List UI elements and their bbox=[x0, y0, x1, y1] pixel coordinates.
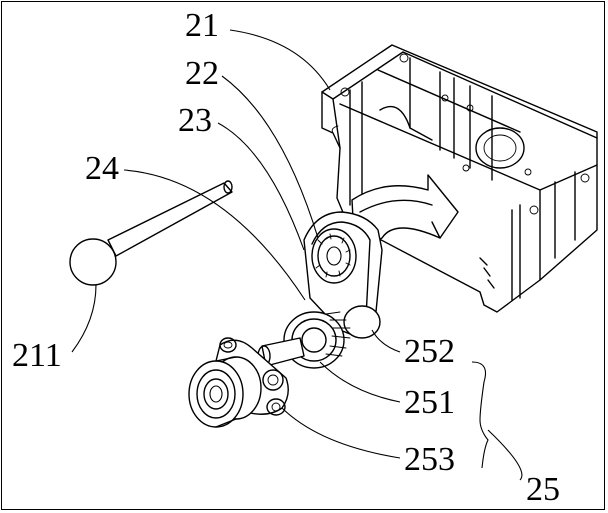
label-22: 22 bbox=[185, 55, 219, 92]
label-252: 252 bbox=[404, 333, 455, 370]
reference-labels: 21 22 23 24 211 252 251 253 25 bbox=[12, 7, 560, 508]
label-251: 251 bbox=[404, 384, 455, 421]
rod-24 bbox=[69, 180, 233, 286]
wheel-252 bbox=[188, 356, 262, 428]
label-24: 24 bbox=[85, 150, 119, 187]
pulley-22 bbox=[311, 228, 357, 284]
housing-21 bbox=[321, 44, 598, 313]
label-23: 23 bbox=[178, 102, 212, 139]
label-21: 21 bbox=[185, 7, 219, 44]
label-211: 211 bbox=[12, 337, 62, 374]
leader-lines bbox=[71, 29, 523, 481]
label-25: 25 bbox=[526, 471, 560, 508]
label-253: 253 bbox=[404, 441, 455, 478]
